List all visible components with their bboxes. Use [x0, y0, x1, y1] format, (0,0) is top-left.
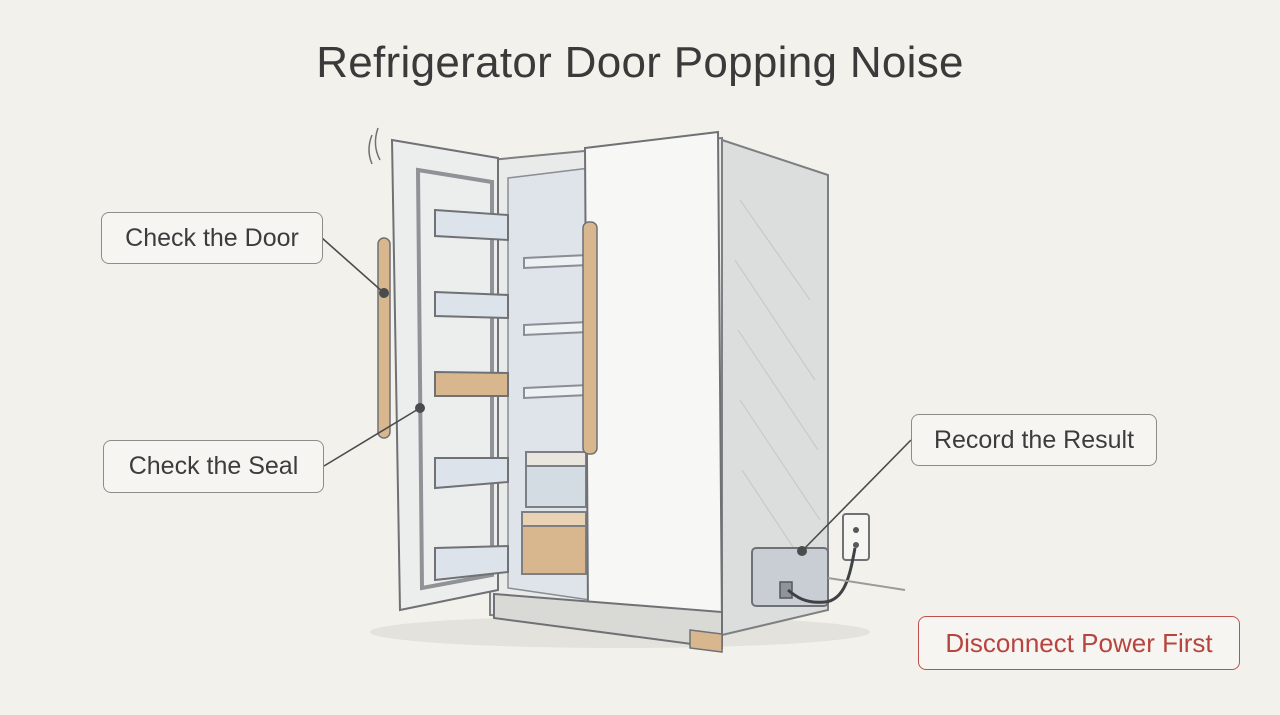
callout-leaders: [321, 237, 912, 552]
power-cord: [787, 547, 857, 604]
freezer-door: [583, 130, 724, 630]
check-door-callout: Check the Door: [101, 212, 323, 264]
power-compartment: [751, 547, 829, 607]
wall-baseboard: [827, 577, 906, 591]
crisper-drawers: [521, 451, 587, 575]
motion-marks: [368, 127, 381, 165]
wall-outlet-icon: [842, 513, 870, 561]
base-foot: [689, 629, 723, 653]
fridge-door-handle: [377, 237, 391, 439]
check-seal-callout: Check the Seal: [103, 440, 324, 493]
door-bins: [434, 208, 509, 582]
power-socket-on-fridge: [779, 581, 793, 599]
page-title: Refrigerator Door Popping Noise: [316, 38, 964, 87]
interior-shelves: [523, 253, 589, 400]
door-gasket-seal: [415, 167, 494, 591]
record-result-callout: Record the Result: [911, 414, 1157, 466]
record-callout-dot: [797, 546, 807, 556]
door-callout-dot: [379, 288, 389, 298]
disconnect-power-warning: Disconnect Power First: [918, 616, 1240, 670]
freezer-door-handle: [582, 221, 598, 455]
seal-callout-dot: [415, 403, 425, 413]
